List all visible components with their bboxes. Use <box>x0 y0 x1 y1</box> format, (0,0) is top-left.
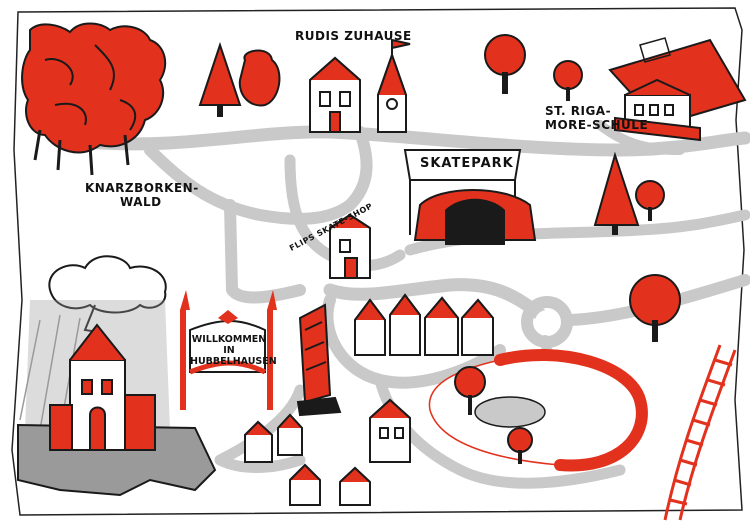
small-tree-right <box>635 180 665 221</box>
skatepark <box>403 149 537 245</box>
sign-welcome: WILLKOMMEN IN HUBBELHAUSEN <box>190 334 277 368</box>
roundabout <box>521 296 573 348</box>
label-knarzborkenwald-line2: WALD <box>120 194 162 209</box>
rudis-church <box>377 38 411 133</box>
park <box>428 348 648 472</box>
southwest-houses <box>244 413 371 506</box>
road-school <box>595 120 685 155</box>
road-center <box>323 278 552 325</box>
label-rudis-zuhause: RUDIS ZUHAUSE <box>295 29 412 43</box>
railway <box>663 344 737 521</box>
pond <box>474 396 546 428</box>
welcome-gate <box>180 290 277 410</box>
central-houses <box>354 293 494 356</box>
flips-skate-shop <box>329 213 371 279</box>
south-center-house <box>369 398 411 463</box>
label-knarzborkenwald-line1: KNARZBORKEN- <box>85 181 199 195</box>
road-southwest <box>214 384 306 473</box>
big-tree-east <box>629 274 681 342</box>
label-school-line1: ST. RIGA- <box>545 104 612 118</box>
rudis-house <box>309 56 361 133</box>
knarzborken-forest <box>21 22 167 176</box>
pine-tree-right <box>593 151 640 235</box>
sign-welcome-line1: WILLKOMMEN IN <box>191 334 267 356</box>
sign-welcome-line2: HUBBELHAUSEN <box>190 355 277 367</box>
school-tree-1 <box>484 34 526 94</box>
road-west-loop <box>224 199 306 304</box>
label-school-line2: MORE-SCHULE <box>545 117 649 132</box>
label-knarzborkenwald: KNARZBORKEN- WALD <box>85 181 199 210</box>
pine-tree-left <box>198 41 242 117</box>
tall-tower <box>296 303 342 417</box>
school-building <box>614 78 701 142</box>
bush-tree-left <box>238 49 281 107</box>
sign-skatepark: SKATEPARK <box>420 156 514 171</box>
label-st-rigamore-schule: ST. RIGA- MORE-SCHULE <box>545 104 649 133</box>
school-tree-2 <box>553 60 583 101</box>
haunted-castle <box>49 323 156 451</box>
park-hedge <box>494 348 648 472</box>
